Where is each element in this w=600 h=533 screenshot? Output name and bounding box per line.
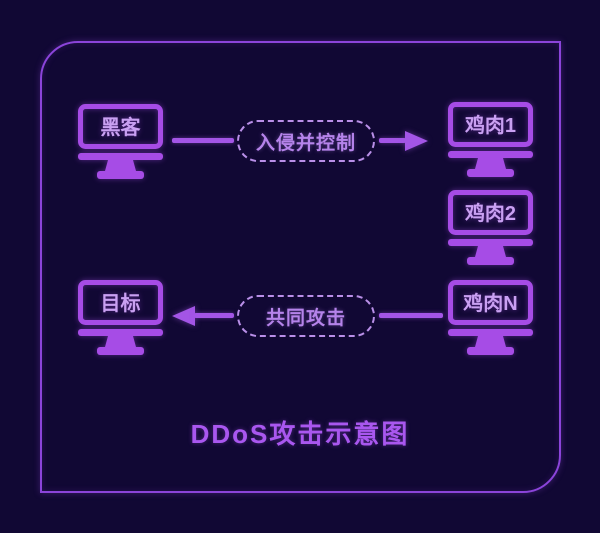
monitor-screen-label: 鸡肉1 (464, 113, 516, 137)
diagram-title: DDoS攻击示意图 (190, 419, 410, 449)
monitor-zombie2: 鸡肉2 (448, 190, 533, 266)
computer-monitor-icon: 鸡肉1 (448, 102, 533, 177)
arrow-line-attack-right (379, 313, 443, 318)
edge-label-attack-text: 共同攻击 (265, 307, 346, 329)
arrow-line-control-right (379, 138, 406, 143)
edge-label-control: 入侵并控制 (237, 120, 375, 162)
arrow-line-control-left (172, 138, 234, 143)
monitor-screen-label: 目标 (101, 292, 141, 315)
monitor-screen-label: 黑客 (101, 115, 142, 139)
monitor-zombieN: 鸡肉N (448, 280, 533, 356)
computer-monitor-icon: 鸡肉2 (448, 190, 533, 265)
monitor-screen-label: 鸡肉2 (464, 201, 516, 225)
monitor-hacker: 黑客 (78, 104, 163, 180)
monitor-target: 目标 (78, 280, 163, 356)
arrowhead-right-icon (405, 131, 428, 151)
arrow-line-attack-left (194, 313, 234, 318)
computer-monitor-icon: 黑客 (78, 104, 163, 179)
monitor-zombie1: 鸡肉1 (448, 102, 533, 178)
monitor-screen-label: 鸡肉N (462, 291, 517, 315)
edge-label-attack: 共同攻击 (237, 295, 375, 337)
diagram-frame (40, 41, 561, 493)
computer-monitor-icon: 鸡肉N (448, 280, 533, 355)
edge-label-control-text: 入侵并控制 (255, 132, 356, 154)
arrowhead-left-icon (172, 306, 195, 326)
computer-monitor-icon: 目标 (78, 280, 163, 355)
